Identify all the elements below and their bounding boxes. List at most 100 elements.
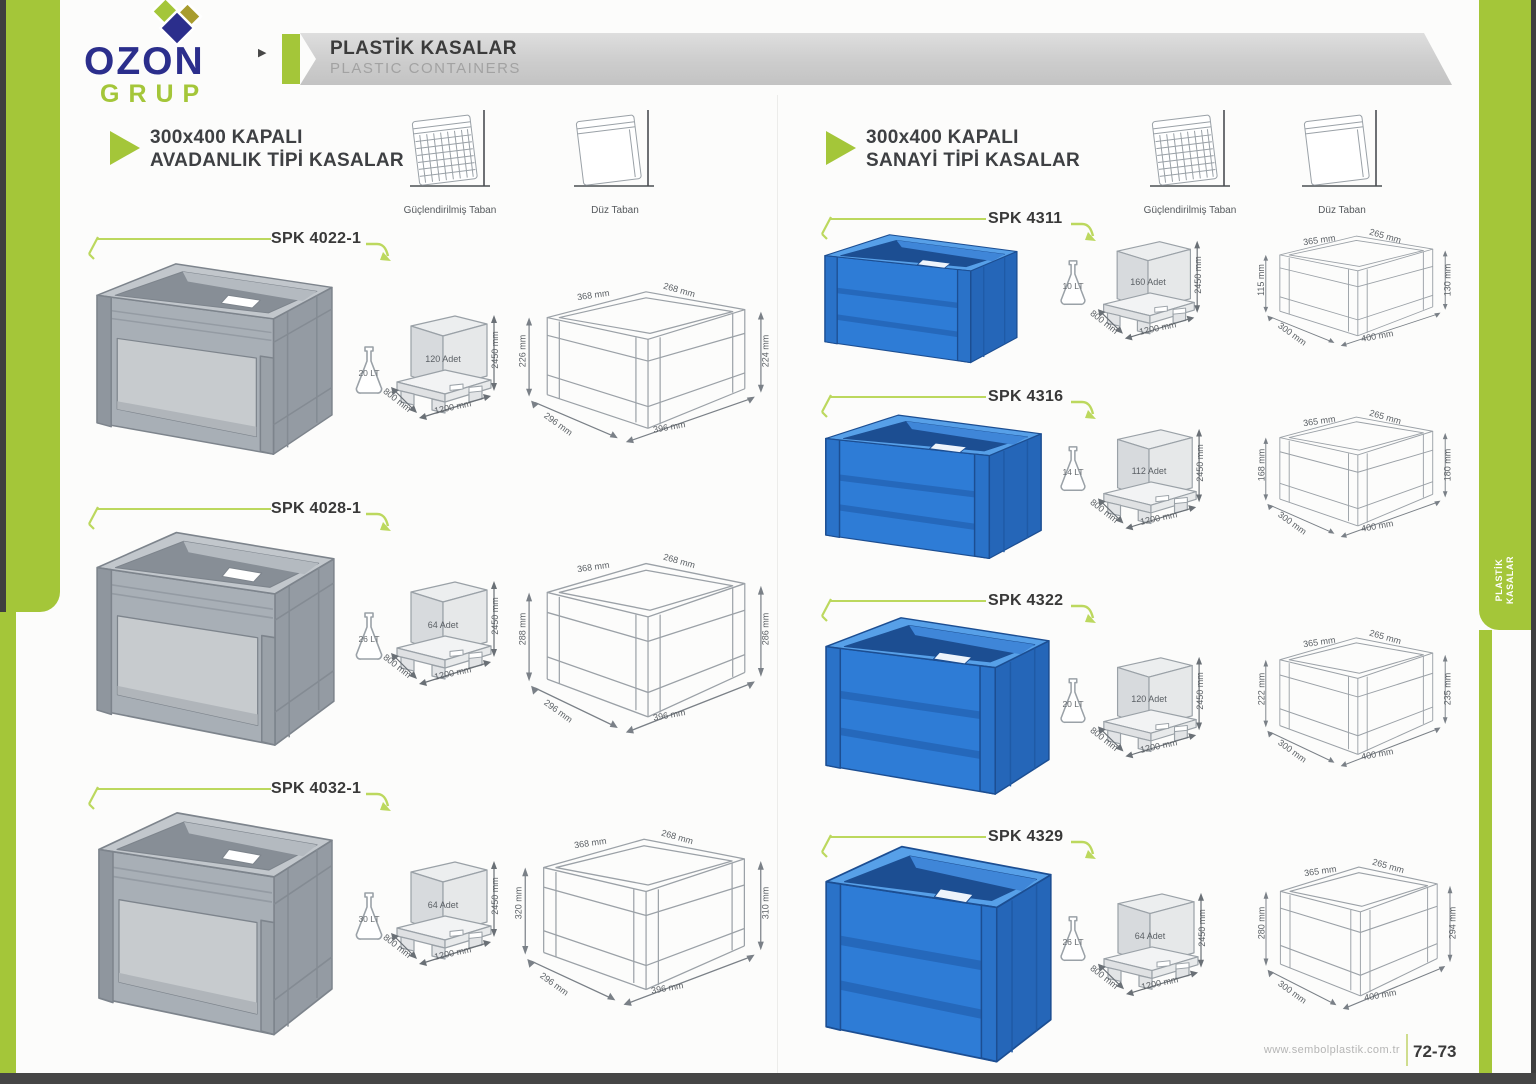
dim-left-height: 280 mm (1256, 906, 1267, 940)
dim-left-height: 115 mm (1255, 264, 1266, 297)
side-tab (1479, 0, 1531, 630)
technical-drawing: 365 mm 265 mm 222 mm 235 mm 300 mm 400 m… (1256, 626, 1453, 778)
dim-right-height: 294 mm (1447, 906, 1458, 940)
reinforced-base-label: Güçlendirilmiş Taban (403, 205, 497, 216)
dim-left-height: 168 mm (1256, 448, 1267, 482)
bracket-arrow-icon (365, 792, 393, 813)
pallet-diagram: 120 Adet 2450 mm 800 mm 1200 mm (381, 310, 501, 428)
reinforced-base-icon (409, 109, 491, 187)
flat-base-label: Düz Taban (591, 205, 639, 216)
reinforced-base-icon (1149, 109, 1231, 187)
technical-drawing: 368 mm 268 mm 320 mm 310 mm 296 mm 396 m… (513, 824, 771, 1020)
left-green-bar (6, 0, 60, 612)
bracket-arrow-icon (365, 242, 393, 263)
page-number: 72-73 (1413, 1042, 1457, 1061)
crate-photo (89, 806, 339, 1046)
header-green-block (282, 34, 304, 84)
pallet-height: 2450 mm (1195, 444, 1206, 482)
header-notch-icon (300, 33, 316, 85)
bracket-arrow-icon (1070, 840, 1098, 861)
pallet-diagram: 64 Adet 2450 mm 800 mm 1200 mm (381, 576, 501, 694)
pallet-qty: 64 Adet (427, 899, 459, 910)
product-code: SPK 4322 (988, 592, 1064, 609)
pallet-qty: 120 Adet (1131, 694, 1167, 705)
volume-label: 20 LT (1062, 699, 1084, 709)
product-card: SPK 4311 10 LT 160 Adet 2450 mm 800 mm 1… (818, 208, 1478, 378)
product-card: SPK 4028-1 26 LT 64 Adet 2450 mm 800 mm … (85, 498, 785, 760)
header-mini-arrow-icon: ▶ (258, 47, 267, 59)
section-title-right: 300x400 KAPALI SANAYİ TİPİ KASALAR (866, 126, 1080, 172)
bracket-line (97, 238, 271, 240)
flat-base-label: Düz Taban (1318, 205, 1366, 216)
side-tab-label: PLASTİK KASALAR (1479, 540, 1531, 620)
left-page-edge (0, 0, 6, 1073)
pallet-diagram: 64 Adet 2450 mm 800 mm 1200 mm (1088, 888, 1208, 1004)
pallet-height: 2450 mm (490, 597, 501, 636)
volume-label: 14 LT (1062, 467, 1084, 477)
logo-subtext: GRUP (100, 80, 209, 108)
bracket-arrow-icon (365, 512, 393, 533)
pallet-height: 2450 mm (490, 331, 501, 370)
bottom-bar (0, 1073, 1536, 1084)
technical-drawing: 368 mm 268 mm 226 mm 224 mm 296 mm 396 m… (517, 278, 771, 456)
website-url: www.sembolplastik.com.tr (1263, 1044, 1400, 1056)
pallet-diagram: 112 Adet 2450 mm 800 mm 1200 mm (1088, 424, 1206, 538)
side-tab-line1: PLASTİK (1493, 558, 1504, 602)
pallet-qty: 120 Adet (425, 353, 461, 364)
reinforced-base-label: Güçlendirilmiş Taban (1143, 205, 1237, 216)
product-code: SPK 4032-1 (271, 780, 362, 797)
technical-drawing: 365 mm 265 mm 280 mm 294 mm 300 mm 400 m… (1256, 854, 1458, 1022)
bracket-line (830, 836, 986, 838)
logo-text: OZON (84, 40, 205, 83)
pallet-height: 2450 mm (1197, 909, 1208, 947)
bracket-line (830, 396, 986, 398)
volume-label: 26 LT (1062, 937, 1084, 947)
section-right-line1: 300x400 KAPALI (866, 127, 1019, 148)
crate-photo (818, 614, 1056, 796)
flat-base-icon (1301, 109, 1383, 187)
crate-photo (818, 232, 1023, 364)
technical-drawing: 368 mm 268 mm 288 mm 286 mm 296 mm 396 m… (517, 548, 771, 748)
product-card: SPK 4322 20 LT 120 Adet 2450 mm 800 mm 1… (818, 590, 1478, 810)
dim-right-height: 310 mm (760, 887, 771, 920)
section-marker-icon (110, 131, 140, 165)
dim-left-height: 288 mm (517, 612, 528, 646)
volume-label: 30 LT (358, 914, 380, 924)
product-card: SPK 4316 14 LT 112 Adet 2450 mm 800 mm 1… (818, 386, 1478, 576)
dim-right-height: 224 mm (760, 334, 771, 367)
pallet-diagram: 120 Adet 2450 mm 800 mm 1200 mm (1088, 652, 1206, 766)
left-green-strip (0, 612, 16, 1073)
dim-right-height: 286 mm (760, 612, 771, 646)
pallet-height: 2450 mm (1195, 672, 1206, 710)
crate-photo (87, 526, 341, 756)
page-subtitle: PLASTIC CONTAINERS (330, 60, 521, 77)
dim-right-height: 180 mm (1442, 448, 1453, 482)
section-left-line2: AVADANLIK TİPİ KASALAR (150, 150, 404, 171)
bracket-line (830, 600, 986, 602)
right-page-edge (1531, 0, 1536, 1073)
dim-right-height: 235 mm (1442, 672, 1453, 706)
pallet-qty: 64 Adet (1134, 930, 1166, 941)
product-card: SPK 4032-1 30 LT 64 Adet 2450 mm 800 mm … (85, 778, 785, 1048)
product-code: SPK 4311 (988, 210, 1063, 227)
product-code: SPK 4316 (988, 388, 1064, 405)
right-green-strip (1479, 630, 1492, 1073)
section-title-left: 300x400 KAPALI AVADANLIK TİPİ KASALAR (150, 126, 404, 172)
side-tab-line2: KASALAR (1504, 555, 1515, 605)
product-code: SPK 4329 (988, 828, 1064, 845)
bracket-line (830, 218, 986, 220)
dim-left-height: 226 mm (517, 334, 528, 367)
bracket-arrow-icon (1070, 400, 1098, 421)
dim-left-height: 222 mm (1256, 672, 1267, 706)
volume-label: 20 LT (358, 368, 380, 378)
pallet-height: 2450 mm (490, 877, 501, 916)
page-gutter (777, 95, 778, 1073)
volume-label: 26 LT (358, 634, 380, 644)
volume-label: 10 LT (1062, 281, 1084, 291)
product-card: SPK 4329 26 LT 64 Adet 2450 mm 800 mm 12… (818, 826, 1478, 1066)
dim-right-height: 130 mm (1442, 264, 1453, 297)
bracket-line (97, 508, 271, 510)
product-code: SPK 4028-1 (271, 500, 362, 517)
pallet-qty: 160 Adet (1130, 277, 1166, 288)
